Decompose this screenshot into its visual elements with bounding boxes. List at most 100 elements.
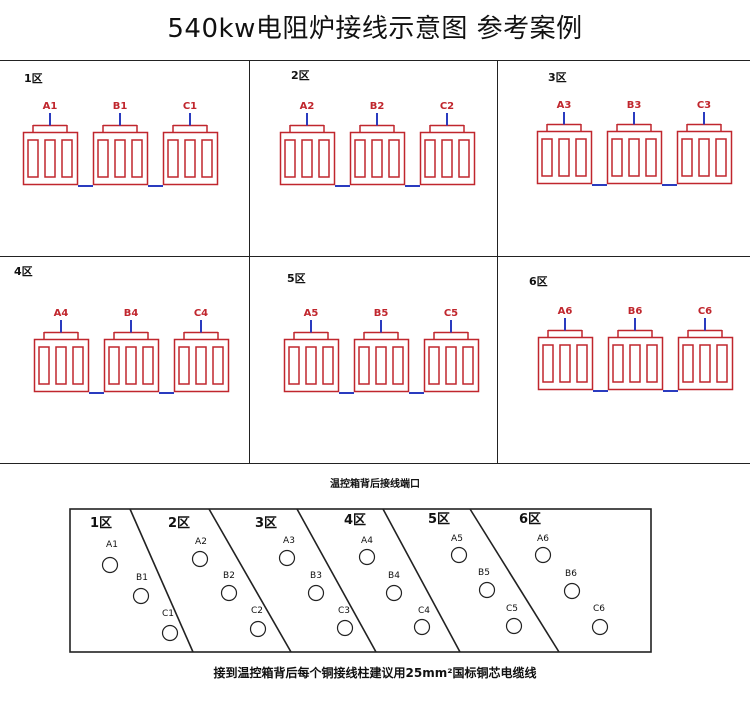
resistor — [322, 346, 334, 385]
zone-divider — [382, 508, 461, 653]
resistor — [125, 346, 137, 385]
resistor — [388, 139, 400, 178]
resistor — [358, 346, 370, 385]
terminal-post-label: A1 — [106, 540, 118, 550]
terminal-zone-label: 1区 — [90, 516, 112, 531]
resistor — [558, 138, 570, 177]
grid-vertical-line-1 — [249, 60, 250, 463]
resistor-group: A6 — [537, 306, 594, 391]
resistor-group: B5 — [353, 308, 410, 393]
zone-6-label: 6区 — [529, 275, 548, 288]
terminal-post-label: B5 — [478, 568, 490, 578]
grid-vertical-line-2 — [497, 60, 498, 463]
terminal-post-label: A5 — [451, 534, 463, 544]
terminal-label: C5 — [444, 308, 458, 319]
zone-divider — [296, 508, 377, 653]
resistor-frame — [537, 336, 594, 391]
terminal-label: B2 — [370, 101, 385, 112]
terminal-post — [249, 620, 267, 638]
resistor — [611, 138, 623, 177]
zone-5-label: 5区 — [287, 272, 306, 285]
terminal-label: B6 — [628, 306, 643, 317]
terminal-box-caption: 温控箱背后接线端口 — [330, 479, 420, 490]
terminal-post — [336, 619, 354, 637]
terminal-label: A3 — [557, 100, 572, 111]
resistor — [392, 346, 404, 385]
terminal-post-label: A4 — [361, 536, 373, 546]
zone-divider — [129, 508, 194, 653]
terminal-post — [220, 584, 238, 602]
resistor — [715, 138, 727, 177]
terminal-label: C2 — [440, 101, 454, 112]
zone-1-schematic: A1 B1 C1 — [22, 101, 219, 187]
zone-4-label: 4区 — [14, 265, 33, 278]
terminal-zone-label: 6区 — [519, 512, 541, 527]
resistor-frame — [92, 131, 149, 186]
terminal-post-label: A6 — [537, 534, 549, 544]
terminal-label: C1 — [183, 101, 197, 112]
terminal-label: A1 — [43, 101, 58, 112]
resistor-frame — [22, 131, 79, 186]
terminal-post — [413, 618, 431, 636]
resistor — [628, 138, 640, 177]
resistor — [318, 139, 330, 178]
resistor-frame — [676, 130, 733, 185]
resistor — [38, 346, 50, 385]
resistor-group: A1 — [22, 101, 79, 186]
terminal-post — [505, 617, 523, 635]
terminal-label: A2 — [300, 101, 315, 112]
resistor — [542, 344, 554, 383]
resistor — [682, 344, 694, 383]
resistor-group: A2 — [279, 101, 336, 186]
resistor — [55, 346, 67, 385]
resistor — [629, 344, 641, 383]
resistor — [167, 139, 179, 178]
resistor-frame — [173, 338, 230, 393]
resistor-group: C6 — [677, 306, 734, 391]
zone-2-schematic: A2 B2 C2 — [279, 101, 476, 187]
resistor — [612, 344, 624, 383]
resistor — [458, 139, 470, 178]
resistor-group: A3 — [536, 100, 593, 185]
resistor-group: C1 — [162, 101, 219, 186]
resistor — [114, 139, 126, 178]
zone-3-label: 3区 — [548, 71, 567, 84]
resistor — [371, 139, 383, 178]
resistor — [201, 139, 213, 178]
resistor — [301, 139, 313, 178]
terminal-zone-label: 4区 — [344, 513, 366, 528]
terminal-post — [307, 584, 325, 602]
terminal-box-frame — [69, 508, 652, 653]
terminal-post-label: B3 — [310, 571, 322, 581]
resistor-group: C5 — [423, 308, 480, 393]
terminal-label: C6 — [698, 306, 712, 317]
cable-instruction: 接到温控箱背后每个铜接线柱建议用25mm²国标铜芯电缆线 — [213, 666, 537, 680]
terminal-post-label: B1 — [136, 573, 148, 583]
resistor — [441, 139, 453, 178]
resistor-frame — [283, 338, 340, 393]
resistor — [142, 346, 154, 385]
resistor-frame — [279, 131, 336, 186]
terminal-label: B1 — [113, 101, 128, 112]
resistor — [305, 346, 317, 385]
resistor-group: B3 — [606, 100, 663, 185]
terminal-zone-label: 5区 — [428, 512, 450, 527]
grid-top-line — [0, 60, 750, 61]
terminal-post — [132, 587, 150, 605]
terminal-post-label: C4 — [418, 606, 430, 616]
resistor — [178, 346, 190, 385]
resistor-frame — [33, 338, 90, 393]
terminal-post — [385, 584, 403, 602]
terminal-post-label: C2 — [251, 606, 263, 616]
resistor — [575, 138, 587, 177]
resistor-group: C3 — [676, 100, 733, 185]
terminal-label: B3 — [627, 100, 642, 111]
resistor — [699, 344, 711, 383]
resistor — [375, 346, 387, 385]
resistor-frame — [162, 131, 219, 186]
zone-3-schematic: A3 B3 C3 — [536, 100, 733, 186]
terminal-post-label: A2 — [195, 537, 207, 547]
resistor — [424, 139, 436, 178]
